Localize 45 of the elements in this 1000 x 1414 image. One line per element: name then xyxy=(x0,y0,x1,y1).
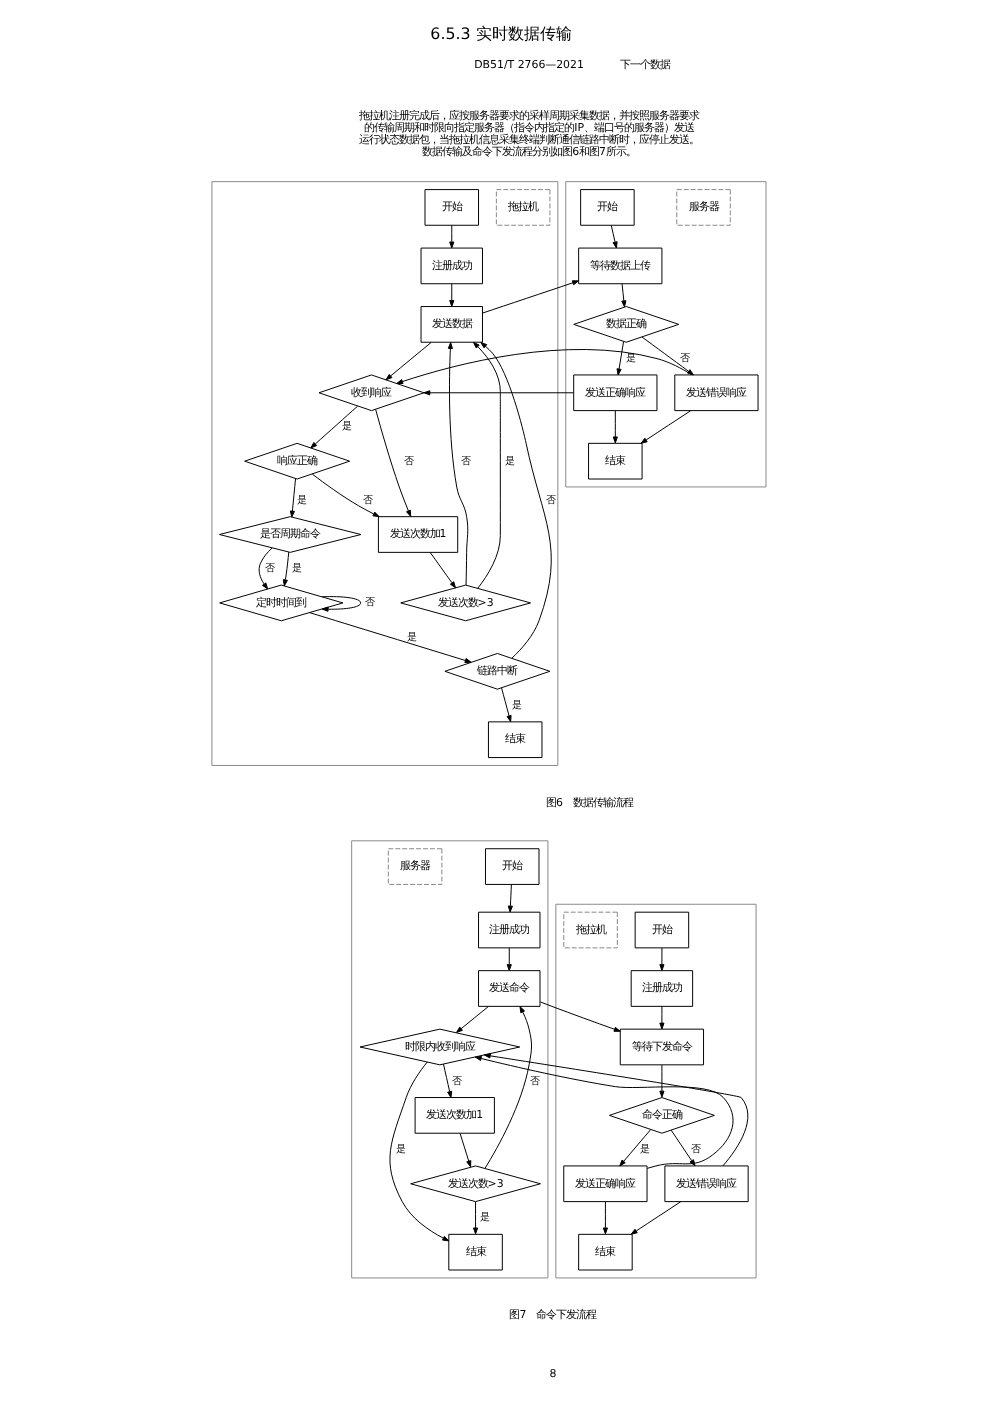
arrow xyxy=(448,224,454,249)
arrow xyxy=(481,280,579,314)
arrow xyxy=(448,283,454,307)
arrow xyxy=(428,552,456,589)
arrow xyxy=(458,1132,471,1168)
arrow xyxy=(374,408,411,517)
arrow xyxy=(658,1005,664,1030)
arrow xyxy=(309,405,357,449)
arrow xyxy=(388,1061,449,1242)
arrow xyxy=(609,224,617,249)
arrow xyxy=(611,410,617,444)
arrow xyxy=(669,1129,695,1167)
arrow xyxy=(483,1006,531,1169)
arrow xyxy=(620,283,626,308)
arrow xyxy=(422,390,573,396)
cluster xyxy=(350,840,548,1279)
arrow xyxy=(395,349,692,385)
arrow xyxy=(658,947,664,972)
arrow xyxy=(310,473,379,518)
arrow xyxy=(479,342,551,659)
arrow xyxy=(639,410,691,444)
cluster xyxy=(210,181,558,766)
cluster xyxy=(554,903,756,1279)
cluster xyxy=(564,181,766,488)
arrow xyxy=(308,612,471,663)
arrow xyxy=(505,947,511,972)
arrow xyxy=(455,1005,488,1033)
arrow xyxy=(629,1201,681,1235)
arrow xyxy=(658,1064,664,1098)
arrow xyxy=(506,884,512,913)
arrow xyxy=(618,1129,651,1167)
arrow xyxy=(472,341,500,589)
arrow xyxy=(384,342,431,381)
arrow xyxy=(640,336,693,376)
arrow xyxy=(615,340,624,376)
arrow xyxy=(257,547,272,590)
arrow xyxy=(538,1001,620,1032)
arrow xyxy=(601,1201,607,1235)
arrow xyxy=(441,1063,452,1099)
arrow xyxy=(472,1201,478,1235)
arrow xyxy=(320,596,361,612)
arrow xyxy=(500,687,511,723)
arrow xyxy=(281,551,289,587)
arrow xyxy=(288,478,296,518)
arrow xyxy=(446,342,468,586)
